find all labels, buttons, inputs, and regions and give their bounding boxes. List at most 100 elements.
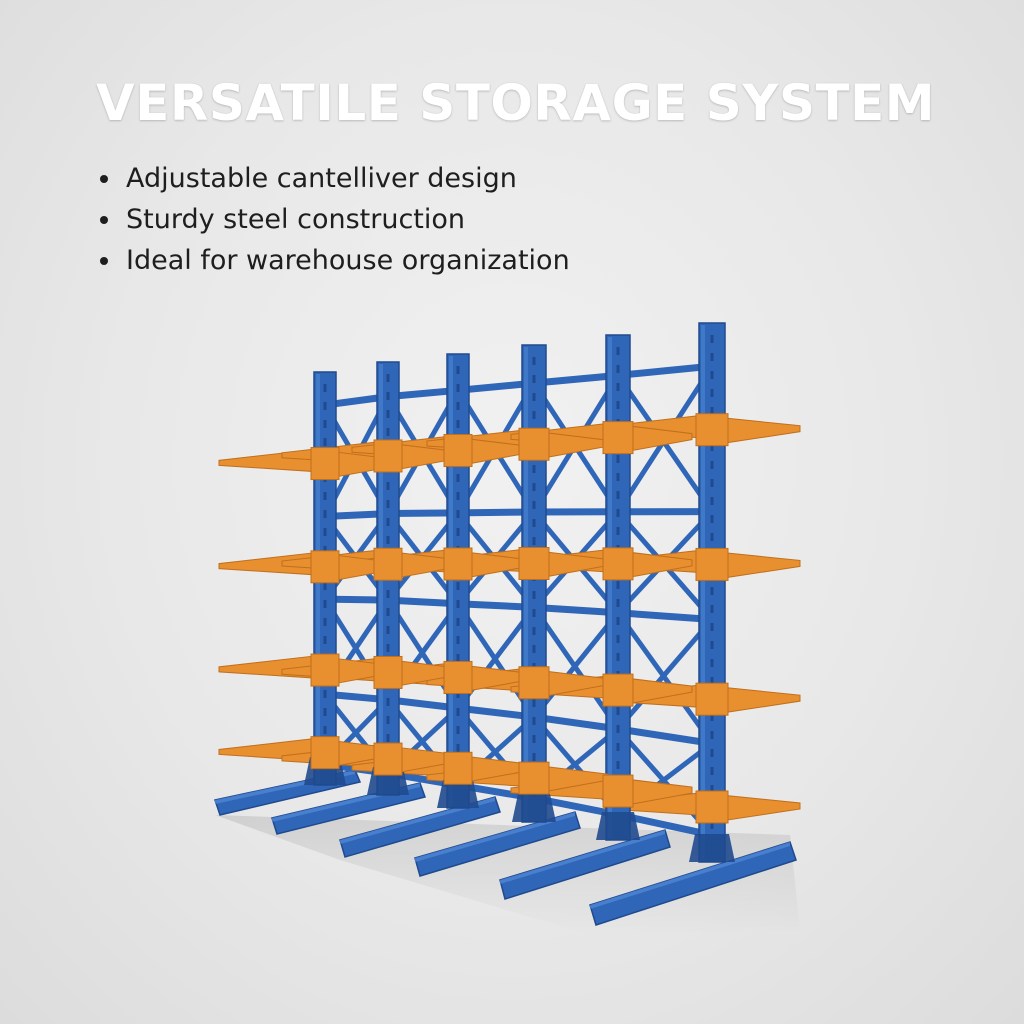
arm-bracket	[373, 439, 403, 473]
upright-hole	[710, 821, 714, 829]
upright-hole	[456, 726, 460, 734]
upright-hole	[386, 374, 390, 382]
upright-hole	[616, 635, 620, 643]
base-foot	[589, 841, 797, 926]
upright-highlight	[524, 347, 528, 820]
upright-hole	[532, 591, 536, 599]
upright-hole	[386, 734, 390, 742]
upright-hole	[532, 609, 536, 617]
upright-hole	[710, 659, 714, 667]
upright-hole	[710, 533, 714, 541]
upright-hole	[616, 473, 620, 481]
upright-hole	[710, 785, 714, 793]
upright-hole	[710, 461, 714, 469]
upright-hole	[710, 605, 714, 613]
upright-hole	[616, 455, 620, 463]
arm-bracket	[443, 751, 473, 785]
upright-hole	[710, 497, 714, 505]
upright-hole	[456, 402, 460, 410]
upright-base-plate	[437, 780, 479, 808]
upright-hole	[616, 347, 620, 355]
upright-hole	[710, 677, 714, 685]
upright-hole	[616, 725, 620, 733]
arm-bracket	[310, 550, 340, 584]
arm-bracket	[310, 447, 340, 481]
arm-bracket	[695, 413, 729, 447]
upright-hole	[616, 743, 620, 751]
upright-hole	[710, 731, 714, 739]
bullet-icon	[100, 256, 108, 265]
arm-bracket	[443, 433, 473, 467]
upright-hole	[710, 353, 714, 361]
upright-hole	[386, 644, 390, 652]
upright-hole	[386, 536, 390, 544]
upright-hole	[323, 528, 327, 536]
upright-hole	[456, 636, 460, 644]
upright-hole	[532, 699, 536, 707]
upright-hole	[616, 617, 620, 625]
upright-hole	[456, 528, 460, 536]
upright-hole	[323, 510, 327, 518]
upright-hole	[386, 716, 390, 724]
cross-brace	[616, 617, 714, 731]
upright-hole	[710, 767, 714, 775]
base-foot-highlight	[415, 812, 575, 862]
upright-hole	[323, 546, 327, 554]
upright-base-plate	[512, 794, 556, 822]
arm-bracket	[695, 682, 729, 716]
upright-hole	[386, 698, 390, 706]
upright-base-plate	[596, 812, 640, 840]
upright-hole	[710, 713, 714, 721]
upright-hole	[616, 707, 620, 715]
arm-bracket	[602, 547, 634, 581]
upright-highlight	[608, 337, 612, 838]
upright-hole	[616, 653, 620, 661]
cantilever-arm	[720, 794, 801, 822]
feature-list: Adjustable cantelliver design Sturdy ste…	[100, 158, 570, 281]
upright-hole	[456, 654, 460, 662]
arm-bracket	[373, 655, 403, 689]
rack-frame	[214, 322, 801, 926]
feature-item: Sturdy steel construction	[100, 199, 570, 240]
upright-hole	[532, 717, 536, 725]
feature-text: Ideal for warehouse organization	[126, 245, 570, 276]
arm-bracket	[518, 761, 550, 795]
upright-highlight	[701, 325, 705, 860]
upright-hole	[532, 483, 536, 491]
cantilever-arm	[720, 551, 801, 580]
upright-hole	[532, 519, 536, 527]
arm-bracket	[695, 547, 729, 581]
arm-bracket	[518, 427, 550, 461]
arm-bracket	[373, 742, 403, 776]
upright-hole	[386, 608, 390, 616]
feature-item: Adjustable cantelliver design	[100, 158, 570, 199]
upright-hole	[710, 587, 714, 595]
upright-hole	[323, 402, 327, 410]
upright-hole	[532, 753, 536, 761]
upright-hole	[323, 690, 327, 698]
upright-hole	[456, 690, 460, 698]
brace-beam	[617, 362, 713, 379]
upright-hole	[323, 492, 327, 500]
upright-hole	[323, 438, 327, 446]
upright-hole	[386, 392, 390, 400]
upright-hole	[616, 365, 620, 373]
arm-bracket	[310, 653, 340, 687]
upright-hole	[532, 465, 536, 473]
arm-bracket	[602, 774, 634, 808]
upright-hole	[323, 420, 327, 428]
bullet-icon	[100, 174, 108, 183]
feature-text: Adjustable cantelliver design	[126, 163, 517, 194]
arm-bracket	[310, 736, 340, 770]
upright-hole	[710, 407, 714, 415]
upright-hole	[323, 600, 327, 608]
upright-hole	[386, 410, 390, 418]
upright-hole	[710, 371, 714, 379]
arm-bracket	[373, 547, 403, 581]
upright-hole	[532, 411, 536, 419]
upright-highlight	[449, 356, 453, 806]
upright-hole	[323, 636, 327, 644]
arm-bracket	[443, 660, 473, 694]
upright-hole	[532, 375, 536, 383]
upright-hole	[710, 335, 714, 343]
